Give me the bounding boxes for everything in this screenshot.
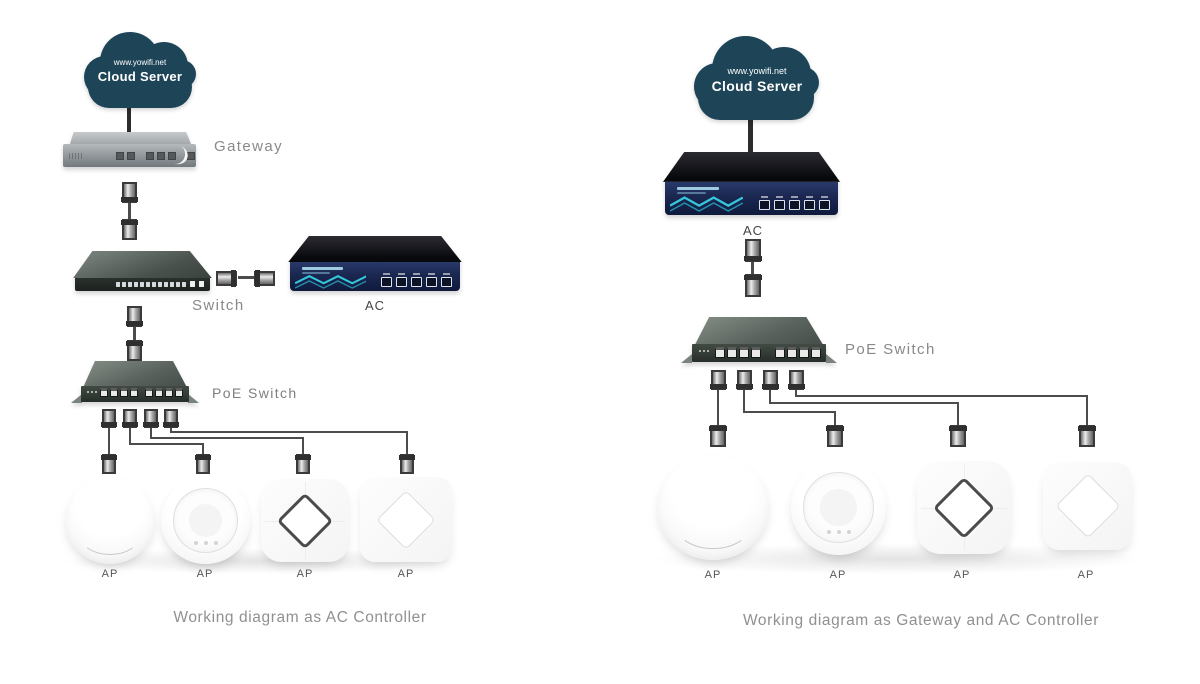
- cloud-gateway-link: [127, 100, 131, 134]
- rj45-plug-icon: [762, 370, 779, 390]
- cable-wire: [170, 428, 172, 433]
- rj45-plug-icon: [744, 239, 762, 262]
- cable-wire: [795, 390, 797, 397]
- cable-wire: [406, 431, 408, 455]
- rj45-plug-icon: [736, 370, 753, 390]
- cable-wire: [1086, 395, 1088, 425]
- cable-wire: [202, 443, 204, 455]
- cable-wire: [150, 428, 152, 439]
- ap-square-light-diamond-icon: [360, 477, 452, 562]
- switch-label: Switch: [192, 297, 245, 314]
- cable-wire: [769, 390, 771, 404]
- ac-controller-device-icon: [663, 152, 840, 220]
- poe-switch-label: PoE Switch: [845, 341, 936, 358]
- cable-wire: [743, 411, 836, 413]
- rj45-plug-icon: [101, 409, 117, 428]
- cloud-server-icon: www.yowifi.net Cloud Server: [84, 32, 196, 110]
- diagram-caption: Working diagram as Gateway and AC Contro…: [742, 612, 1100, 629]
- cloud-ac-link: [748, 110, 753, 158]
- rj45-plug-icon: [121, 182, 138, 203]
- ap-ceiling-ring-icon: [791, 460, 886, 555]
- cable-wire: [834, 411, 836, 425]
- ac-label: AC: [742, 223, 764, 238]
- gateway-label: Gateway: [214, 138, 283, 155]
- ac-wave-accent: [669, 196, 743, 213]
- rj45-plug-icon: [163, 409, 179, 428]
- diagram-caption: Working diagram as AC Controller: [173, 609, 427, 626]
- cable-wire: [795, 395, 1088, 397]
- cloud-name-text: Cloud Server: [97, 69, 183, 84]
- ap-label: AP: [704, 569, 722, 581]
- rj45-plug-icon: [216, 270, 237, 287]
- cloud-name-text: Cloud Server: [711, 78, 803, 94]
- cable-wire: [133, 326, 136, 342]
- cable-wire: [302, 437, 304, 455]
- ap-label: AP: [196, 568, 214, 580]
- switch-device-icon: [73, 251, 212, 295]
- cable-wire: [238, 276, 256, 279]
- rj45-plug-icon: [710, 370, 727, 390]
- ap-ceiling-ring-icon: [161, 477, 250, 564]
- cable-wire: [108, 428, 110, 455]
- rj45-plug-icon: [101, 454, 117, 474]
- rj45-plug-icon: [399, 454, 415, 474]
- ap-label: AP: [296, 568, 314, 580]
- ac-label: AC: [364, 298, 386, 313]
- rj45-plug-icon: [788, 370, 805, 390]
- rj45-plug-icon: [143, 409, 159, 428]
- ap-label: AP: [397, 568, 415, 580]
- rj45-plug-icon: [195, 454, 211, 474]
- ap-label: AP: [829, 569, 847, 581]
- rj45-plug-icon: [949, 425, 967, 447]
- ap-label: AP: [953, 569, 971, 581]
- cable-wire: [150, 437, 304, 439]
- cloud-url-text: www.yowifi.net: [727, 66, 787, 76]
- cloud-url-text: www.yowifi.net: [113, 58, 167, 67]
- rj45-plug-icon: [126, 340, 143, 361]
- rj45-plug-icon: [121, 219, 138, 240]
- cable-wire: [769, 402, 959, 404]
- cable-wire: [129, 428, 131, 445]
- ac-wave-accent: [294, 275, 367, 290]
- ap-ceiling-dome-icon: [65, 476, 155, 564]
- rj45-plug-icon: [1078, 425, 1096, 447]
- cable-wire: [743, 390, 745, 413]
- gateway-device-icon: [63, 132, 196, 170]
- poe-switch-device-icon: [681, 317, 837, 366]
- rj45-plug-icon: [122, 409, 138, 428]
- rj45-plug-icon: [826, 425, 844, 447]
- cloud-server-icon: www.yowifi.net Cloud Server: [694, 36, 820, 120]
- ap-label: AP: [101, 568, 119, 580]
- poe-switch-label: PoE Switch: [212, 385, 298, 401]
- ap-ceiling-dome-icon: [657, 454, 769, 560]
- ap-square-diamond-icon: [261, 479, 349, 562]
- cable-wire: [751, 261, 754, 276]
- poe-switch-device-icon: [71, 361, 199, 406]
- cable-wire: [957, 402, 959, 425]
- rj45-plug-icon: [709, 425, 727, 447]
- cable-wire: [170, 431, 408, 433]
- ap-label: AP: [1077, 569, 1095, 581]
- rj45-plug-icon: [126, 306, 143, 327]
- rj45-plug-icon: [744, 274, 762, 297]
- cable-wire: [717, 390, 719, 425]
- ac-controller-device-icon: [288, 236, 462, 296]
- ap-square-diamond-icon: [917, 461, 1011, 554]
- rj45-plug-icon: [254, 270, 275, 287]
- ap-square-light-diamond-icon: [1043, 462, 1132, 550]
- rj45-plug-icon: [295, 454, 311, 474]
- cable-wire: [128, 202, 131, 220]
- cable-wire: [129, 443, 204, 445]
